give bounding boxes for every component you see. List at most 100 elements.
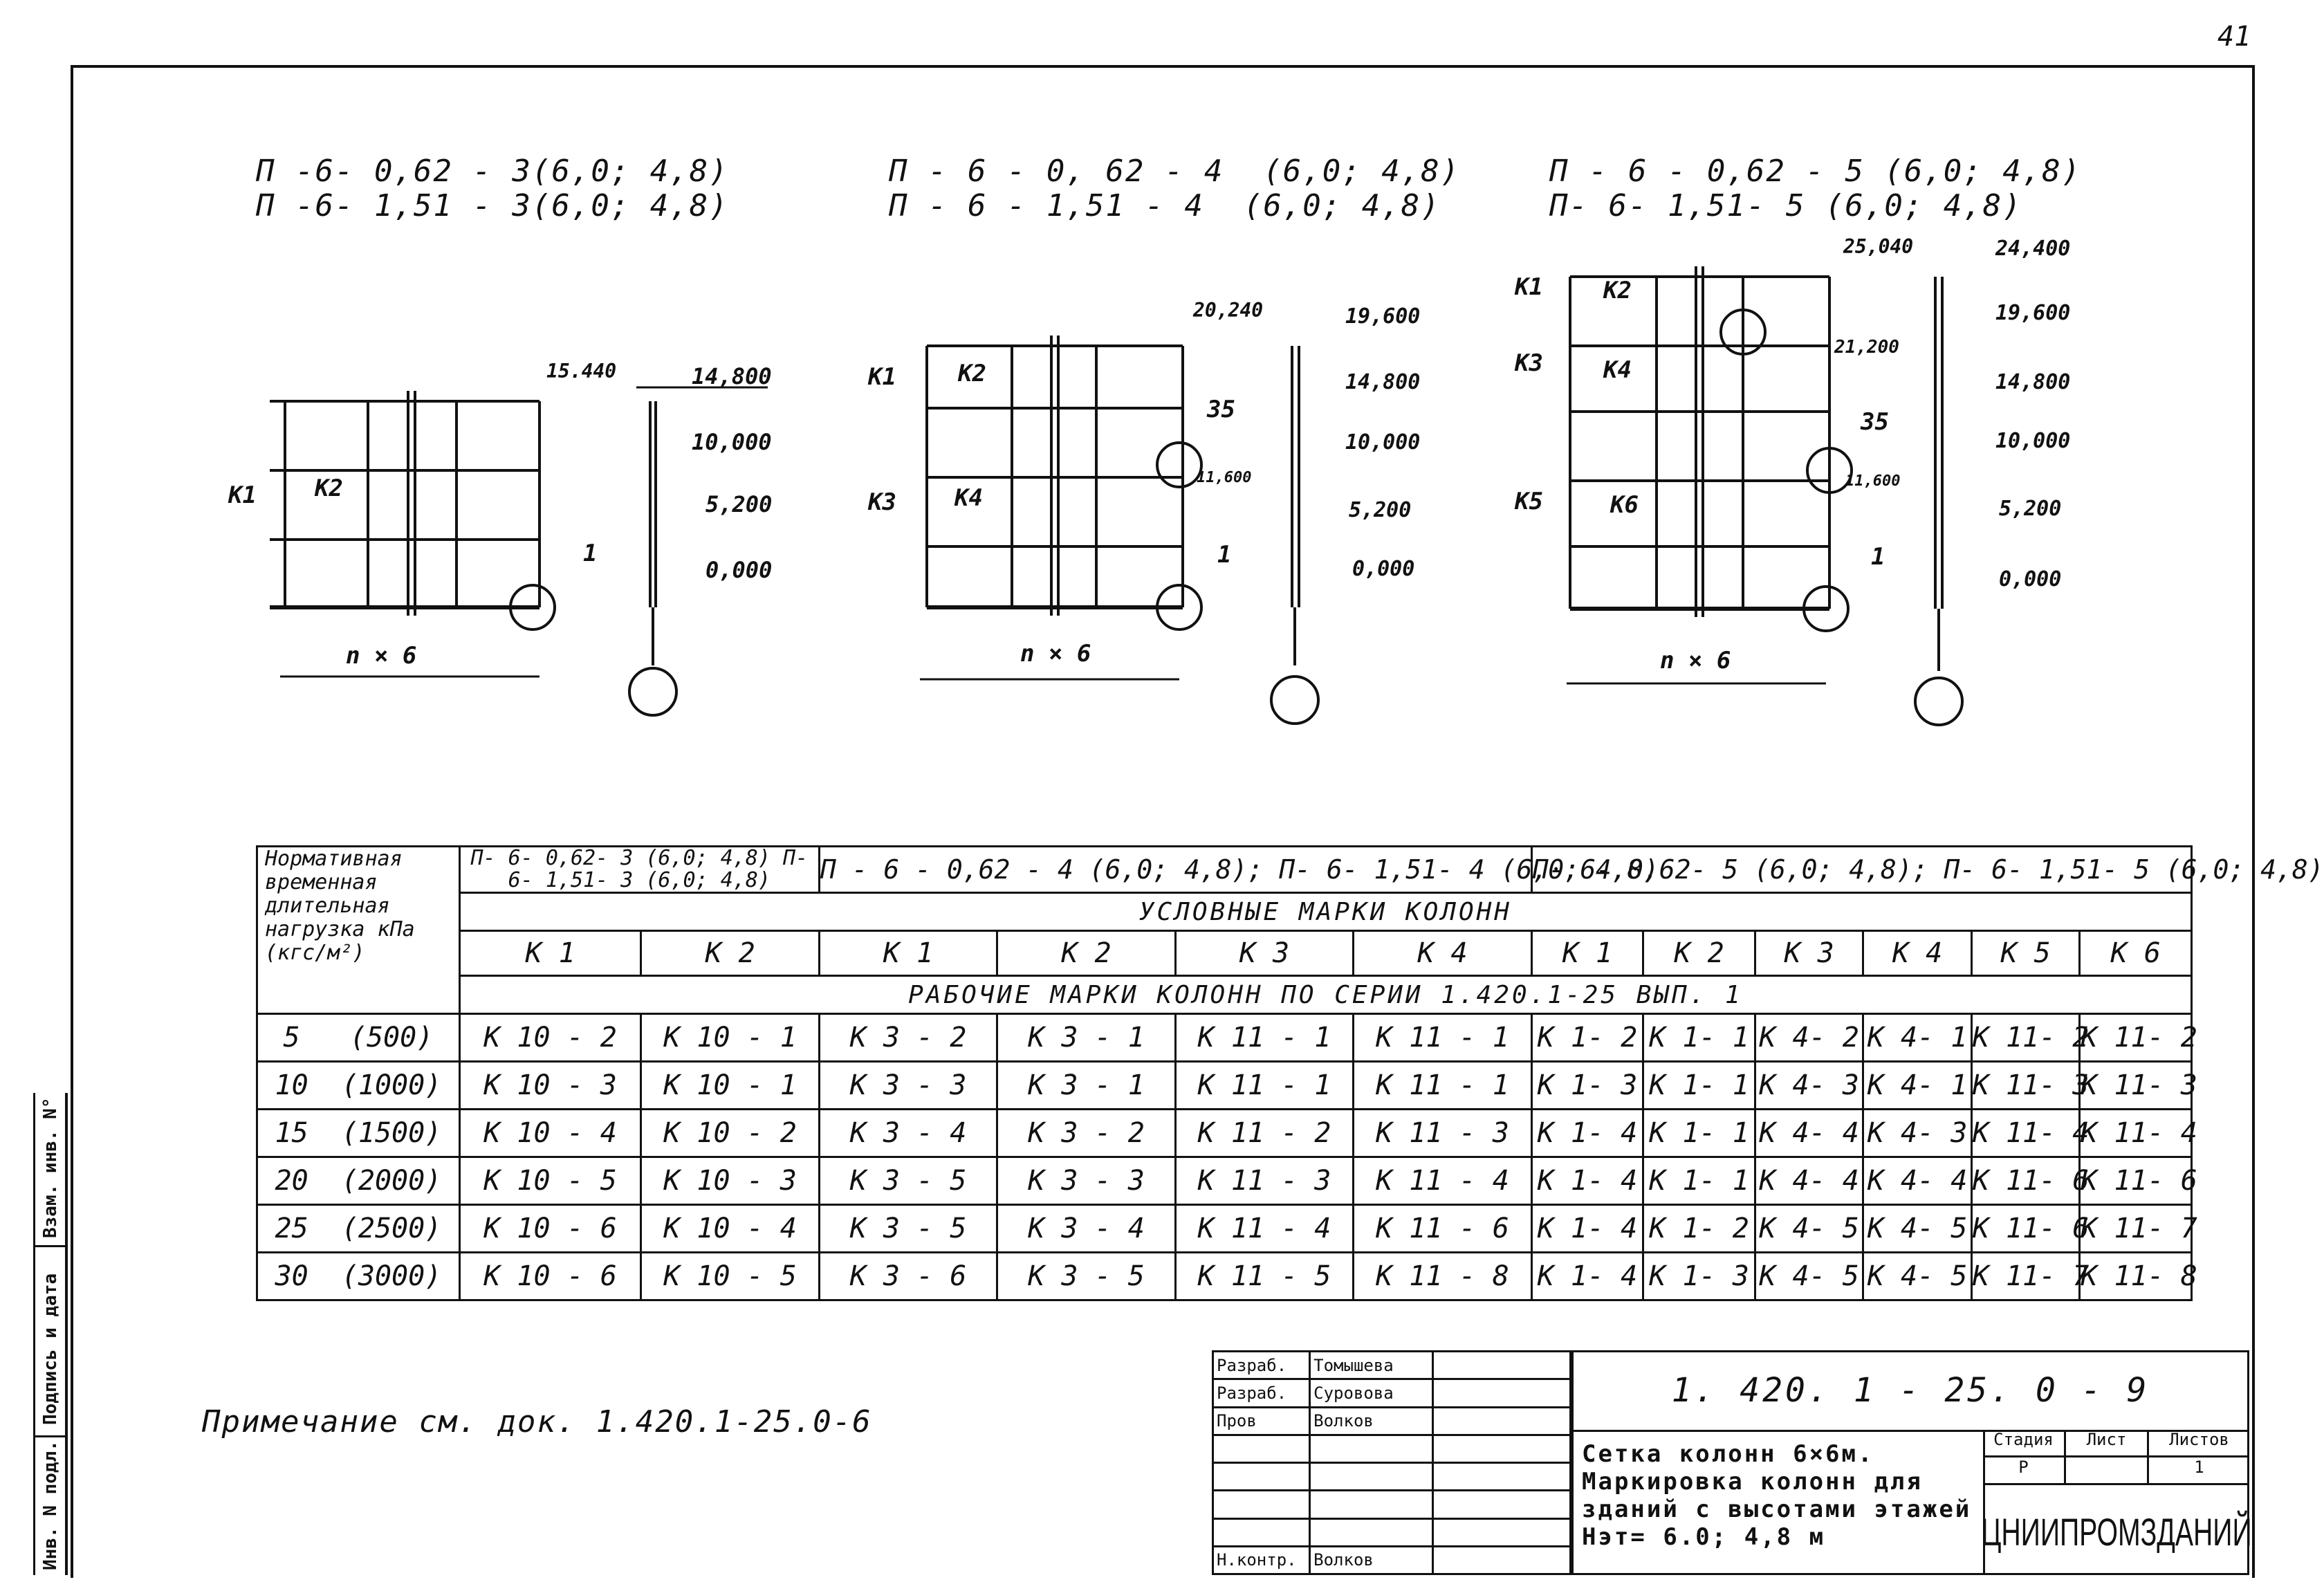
frame3-level-7: 5,200 <box>1999 497 2062 521</box>
cond-mark-col: К 3 <box>1174 930 1355 977</box>
work-mark-cell: К 11 - 5 <box>1174 1251 1355 1301</box>
cond-mark-col: К 4 <box>1352 930 1533 977</box>
group-header-3: П- 6- 0,62- 3 (6,0; 4,8) П- 6- 1,51- 3 (… <box>458 845 820 894</box>
work-mark-cell: К 11 - 1 <box>1352 1060 1533 1110</box>
work-mark-cell: К 11 - 1 <box>1174 1013 1355 1063</box>
frame1-level-1: 14,800 <box>692 363 772 389</box>
work-mark-cell: К 11 - 2 <box>1174 1108 1355 1158</box>
sheet-header: Лист <box>2066 1430 2149 1457</box>
signature-role: Разраб. <box>1211 1378 1311 1408</box>
frame3-mark-k4: К4 <box>1603 356 1632 384</box>
frame3-level-0: 25,040 <box>1843 235 1914 258</box>
load-value: 5 (500) <box>256 1013 461 1063</box>
column-marks-table: Нормативная временная длительная нагрузк… <box>256 845 2324 1301</box>
frame1-title1: П -6- 0,62 - 3(6,0; 4,8) <box>256 154 729 189</box>
sheet-mark: 41 <box>2217 21 2251 53</box>
stage-header: Стадия <box>1983 1430 2066 1457</box>
work-mark-cell: К 4- 1 <box>1862 1013 1973 1063</box>
work-mark-cell: К 1- 1 <box>1642 1060 1756 1110</box>
cond-mark-col: К 3 <box>1753 930 1865 977</box>
frame1-level-4: 0,000 <box>706 557 773 583</box>
work-mark-cell: К 1- 4 <box>1530 1156 1645 1206</box>
frame2-level-6: 0,000 <box>1352 557 1415 581</box>
work-mark-cell: К 10 - 3 <box>640 1156 820 1206</box>
frame2-mark-k2: К2 <box>958 360 986 387</box>
signature-name <box>1309 1517 1434 1547</box>
frame2-diagram <box>920 335 1320 725</box>
work-mark-cell: К 1- 4 <box>1530 1204 1645 1253</box>
frame1-span: n × 6 <box>346 642 417 670</box>
work-mark-cell: К 1- 1 <box>1642 1156 1756 1206</box>
work-mark-cell: К 4- 3 <box>1862 1108 1973 1158</box>
cond-mark-col: К 2 <box>640 930 820 977</box>
work-mark-cell: К 1- 4 <box>1530 1108 1645 1158</box>
work-mark-cell: К 10 - 5 <box>458 1156 643 1206</box>
frame2-level-2: 14,800 <box>1345 370 1421 394</box>
side-label-sign: Подпись и дата <box>40 1273 61 1425</box>
work-mark-cell: К 4- 5 <box>1862 1204 1973 1253</box>
cond-marks-header: УСЛОВНЫЕ МАРКИ КОЛОНН <box>458 892 2193 932</box>
work-mark-cell: К 11- 7 <box>1970 1251 2089 1301</box>
work-mark-cell: К 4- 4 <box>1753 1108 1865 1158</box>
cond-mark-col: К 1 <box>1530 930 1645 977</box>
frame2-mark-k3: К3 <box>868 488 896 516</box>
work-mark-cell: К 11- 2 <box>1970 1013 2089 1063</box>
work-mark-cell: К 3 - 3 <box>818 1060 999 1110</box>
work-mark-cell: К 4- 5 <box>1753 1204 1865 1253</box>
work-mark-cell: К 11 - 3 <box>1352 1108 1533 1158</box>
frame-diagrams <box>270 266 1964 726</box>
signature-role: Н.контр. <box>1211 1545 1311 1576</box>
work-mark-cell: К 10 - 5 <box>640 1251 820 1301</box>
frame3-level-4: 14,800 <box>1995 370 2071 394</box>
work-mark-cell: К 3 - 3 <box>996 1156 1177 1206</box>
work-mark-cell: К 11 - 8 <box>1352 1251 1533 1301</box>
frame2-level-5: 5,200 <box>1349 498 1412 522</box>
group-header-4: П - 6 - 0,62 - 4 (6,0; 4,8); П- 6- 1,51-… <box>818 845 1659 894</box>
signature-name: Волков <box>1309 1406 1434 1436</box>
work-mark-cell: К 10 - 6 <box>458 1204 643 1253</box>
document-code: 1. 420. 1 - 25. 0 - 9 <box>1573 1350 2248 1432</box>
frame3-diagram <box>1567 266 1964 726</box>
load-value: 25 (2500) <box>256 1204 461 1253</box>
frame3-mark-k6: К6 <box>1610 491 1639 519</box>
work-mark-cell: К 11 - 4 <box>1174 1204 1355 1253</box>
cond-mark-col: К 4 <box>1862 930 1973 977</box>
cond-mark-col: К 5 <box>1970 930 2081 977</box>
frame2-mark-k1: К1 <box>868 363 896 391</box>
work-mark-cell: К 11- 6 <box>2078 1156 2197 1206</box>
signature-name: Томышева <box>1309 1350 1434 1381</box>
signature-row <box>1211 1433 1572 1464</box>
signature-role: Разраб. <box>1211 1350 1311 1381</box>
signature-row <box>1211 1489 1572 1520</box>
work-mark-cell: К 11- 3 <box>1970 1060 2089 1110</box>
signature-sign <box>1431 1545 1572 1576</box>
signature-name <box>1309 1461 1434 1492</box>
signature-name <box>1309 1489 1434 1520</box>
work-mark-cell: К 3 - 6 <box>818 1251 999 1301</box>
work-mark-cell: К 3 - 5 <box>996 1251 1177 1301</box>
organization-name: ЦНИИПРОМЗДАНИЙ <box>1981 1510 2252 1554</box>
frame2-level-1: 19,600 <box>1345 304 1421 329</box>
work-marks-header: РАБОЧИЕ МАРКИ КОЛОНН ПО СЕРИИ 1.420.1-25… <box>458 975 2193 1015</box>
frame1-level-3: 5,200 <box>706 491 773 517</box>
frame3-mark-k5: К5 <box>1515 488 1543 515</box>
note: Примечание см. док. 1.420.1-25.0-6 <box>202 1404 872 1440</box>
work-mark-cell: К 11 - 1 <box>1352 1013 1533 1063</box>
work-mark-cell: К 1- 3 <box>1642 1251 1756 1301</box>
work-mark-cell: К 1- 1 <box>1642 1013 1756 1063</box>
frame2-span: n × 6 <box>1020 640 1091 668</box>
frame3-title2: П- 6- 1,51- 5 (6,0; 4,8) <box>1549 188 2022 223</box>
frame3-span: n × 6 <box>1660 647 1731 674</box>
frame3-node: 1 <box>1871 543 1885 571</box>
load-value: 20 (2000) <box>256 1156 461 1206</box>
frame1-mark-k2: К2 <box>315 475 343 502</box>
load-value: 15 (1500) <box>256 1108 461 1158</box>
work-mark-cell: К 10 - 2 <box>458 1013 643 1063</box>
signature-row: Разраб.Томышева <box>1211 1350 1572 1381</box>
